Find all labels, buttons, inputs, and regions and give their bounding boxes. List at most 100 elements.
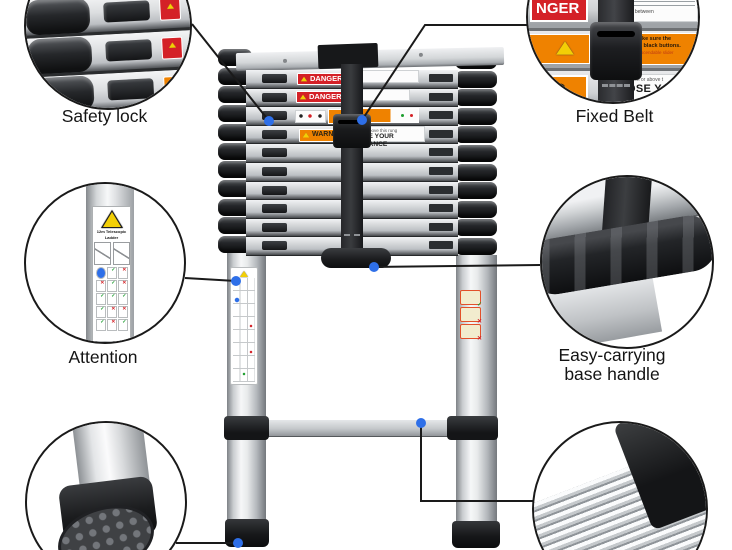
tiny-note-sticker: or between: [626, 0, 698, 22]
pictogram-grid: ✓✕✕✓✕✓✓✓✓✕✕✓✕✓: [94, 266, 130, 331]
attention-callout: 12m Telescopic Ladder ✓✕✕✓✕✓✓✓✓✕✕✓✕✓: [24, 182, 186, 344]
make-sure-text: , make sure the: [631, 36, 672, 42]
check-icon: ✓: [122, 292, 127, 299]
danger-sticker-2: DANGER: [296, 91, 342, 103]
base-handle-label-line2: base handle: [564, 363, 660, 384]
angle-pictogram: [93, 242, 111, 265]
warning-text: WARNING: [312, 131, 346, 139]
belt-zoom-buckle: [590, 22, 642, 80]
cross-icon: ✕: [122, 279, 127, 286]
belt-zoom-stitching: [602, 84, 630, 87]
left-collar: [218, 142, 252, 160]
warning-triangle-icon: [170, 81, 178, 87]
lose-your-sticker: nd on or above t OSE YOUR: [624, 74, 698, 102]
check-icon: ✓: [111, 266, 116, 273]
check-icon: ✓: [122, 318, 127, 325]
warning-triangle-icon: [299, 94, 307, 100]
left-collar: [218, 198, 252, 216]
belt-buckle: [333, 114, 371, 148]
right-collar: [455, 200, 497, 218]
safety-lock-button: [262, 222, 287, 232]
danger-text: DANGER: [309, 92, 342, 101]
crossbar-clamp-left: [224, 416, 269, 440]
safety-lock-button: [262, 204, 287, 214]
zoom-collar: [29, 75, 95, 108]
safety-lock-button: [262, 111, 287, 121]
warning-partial-sticker: ING: [528, 75, 588, 102]
zoom-collar: [26, 36, 93, 75]
slider-note-text: the ascendable slider: [631, 50, 674, 55]
above-small-text: nd on or above t: [627, 77, 664, 83]
right-foot: [452, 521, 500, 548]
right-collar: [455, 107, 497, 125]
safety-lock-button: [262, 185, 287, 195]
safety-lock-button: [262, 148, 287, 158]
base-handle-label: Easy-carrying base handle: [520, 346, 704, 383]
belt-strap: [341, 64, 363, 248]
right-collar: [455, 219, 497, 237]
left-foot: [225, 519, 269, 547]
rung-slot: [429, 185, 453, 194]
orange-pinch-sticker: [528, 34, 590, 64]
check-icon: ✓: [100, 318, 105, 325]
pictogram-cell: ✓: [106, 292, 117, 305]
cross-icon: ✕: [111, 305, 116, 312]
pictogram-cell: ✓: [117, 292, 128, 305]
zoom-safety-lock-button: [105, 39, 153, 62]
pictogram-cell: ✕: [106, 305, 117, 318]
ribbed-step-callout: [532, 421, 708, 550]
balance-note-bold: LOSE YOUR BALANCE: [355, 133, 394, 148]
base-handle-label-line1: Easy-carrying: [558, 345, 666, 365]
pictogram-cell: ✕: [117, 279, 128, 292]
pictogram-cell: ✕: [117, 305, 128, 318]
danger-partial-text: NGER: [536, 0, 580, 17]
attention-label: Attention: [68, 347, 138, 367]
rung-slot: [429, 148, 453, 157]
check-dot: [401, 113, 404, 117]
zoom-collar: [26, 0, 91, 36]
warning-triangle-icon: [166, 3, 174, 10]
left-collar: [218, 236, 252, 253]
check-icon: ✓: [476, 302, 482, 308]
belt-stitching: [344, 234, 360, 236]
balance-note-small: on or above this rung: [355, 128, 398, 133]
stabilizer-crossbar: [250, 420, 474, 437]
pictogram-cell: ✕: [95, 279, 106, 292]
angle-pictogram: [112, 242, 130, 265]
zoom-safety-lock-button: [107, 78, 155, 101]
danger-partial-sticker: NGER: [530, 0, 588, 22]
lose-bold-text: OSE YOUR: [627, 83, 688, 95]
safety-lock-button: [262, 241, 287, 251]
cross-icon: ✕: [122, 305, 127, 312]
warning-triangle-icon: [302, 132, 310, 138]
rung-slot: [429, 167, 453, 175]
base-handle-callout: [540, 175, 714, 349]
rung-slot: [429, 92, 453, 101]
check-icon: ✓: [111, 292, 116, 299]
warning-triangle-icon: [300, 76, 308, 81]
zoom-warning-sticker: [163, 75, 186, 99]
check-icon: ✓: [100, 292, 105, 299]
cross-dot: [410, 113, 413, 117]
carry-handle: [321, 248, 391, 268]
warning-partial-text: ING: [536, 80, 567, 99]
black-buttons-text: with black buttons.: [631, 43, 681, 49]
cross-icon: ✕: [122, 266, 127, 273]
check-icon: ✓: [111, 279, 116, 286]
cross-icon: ✕: [100, 279, 105, 286]
safety-lock-zoom: [26, 0, 190, 108]
zoom-warning-sticker: [161, 36, 184, 60]
rung-slot: [429, 241, 453, 250]
buckle-slot: [597, 31, 635, 37]
pictogram-cell: ✓: [117, 318, 128, 331]
safety-lock-label: Safety lock: [61, 106, 148, 126]
right-collar: [455, 182, 497, 200]
pictogram-cell: ✓: [106, 279, 117, 292]
screw: [418, 52, 423, 57]
cross-icon: ✕: [476, 319, 482, 325]
pictogram-cell: ✓: [95, 305, 106, 318]
pictogram-cell: ✓: [95, 292, 106, 305]
rung-slot: [429, 204, 453, 213]
rung-slot: [429, 74, 453, 82]
